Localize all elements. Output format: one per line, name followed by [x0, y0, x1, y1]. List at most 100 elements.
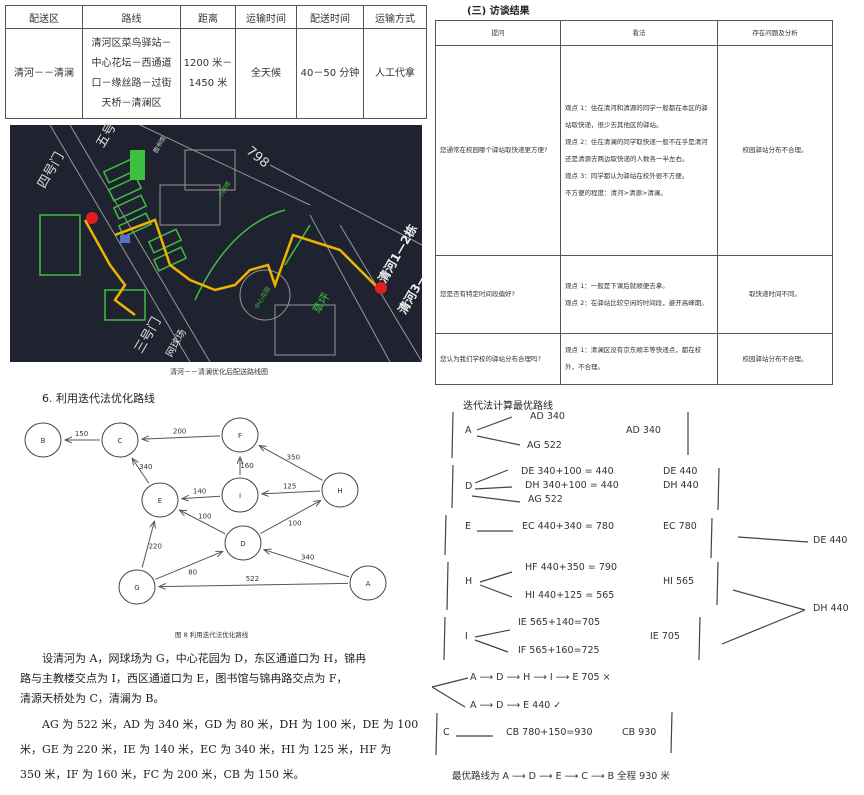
edge-weight: 350 — [287, 453, 300, 461]
iter-branch: DH 340+100 = 440 — [525, 480, 619, 491]
route-line: 天桥－清澜区 — [101, 97, 162, 109]
edge-weight: 220 — [149, 542, 162, 550]
iter-branch: IF 565+160=725 — [518, 645, 600, 656]
iter-branch: EC 440+340 = 780 — [522, 521, 615, 532]
delivery-time-cell: 40－50 分钟 — [296, 28, 364, 119]
iter-branch: AG 522 — [528, 494, 563, 505]
edge-DH — [260, 501, 321, 534]
distance-line: 1450 米 — [188, 77, 228, 89]
node-label: D — [240, 540, 245, 548]
edge-weight: 125 — [283, 483, 296, 491]
question-cell: 您认为我们学校的驿站分布合理吗? — [435, 333, 561, 385]
analysis-cell: 校园驿站分布不合理。 — [717, 45, 833, 256]
col-header: 存在问题及分析 — [717, 20, 833, 46]
edge-weight: 150 — [75, 430, 88, 438]
edge-HI — [262, 491, 321, 494]
map-caption: 清河－－清澜优化后配送路线图 — [170, 368, 268, 376]
iter-node: C — [443, 727, 450, 738]
iter-result: DH 440 — [663, 480, 699, 491]
iter-result: DE 440 — [663, 466, 698, 477]
edge-HF — [259, 446, 323, 481]
node-label: E — [158, 497, 162, 505]
interview-table: 提问看法存在问题及分析 您通常在校园哪个驿站取快递更方便? 观点 1：住在清河和… — [435, 20, 833, 385]
node-label: A — [366, 580, 371, 588]
iter-branch: HI 440+125 = 565 — [525, 590, 615, 601]
paragraph-line: 清源天桥处为 C，清澜为 B。 — [20, 692, 165, 705]
node-A — [349, 565, 387, 601]
iter-branch: IE 565+140=705 — [518, 617, 601, 628]
edge-weight: 160 — [240, 462, 253, 470]
question-cell: 您是否有特定时间段偏好? — [435, 255, 561, 334]
view-item: 不方便的程度：清河>清源>清澜。 — [565, 188, 667, 197]
route-map: 四号门 五号 三号门 图书馆 798 清河1—2栋 清河3— 草坪 中心花园 小… — [10, 120, 430, 363]
view-item: 观点 1：一般是下课后就顺便去拿。 — [565, 281, 669, 290]
node-label: B — [41, 437, 46, 445]
destination-point — [375, 282, 387, 294]
node-C — [101, 422, 139, 458]
iter-node: I — [465, 631, 468, 642]
view-item: 观点 2：住在清澜的同学取快递一般不在乎是清河还是清源去两边取快递的人数各一半左… — [565, 137, 708, 163]
iter-side-note: DH 440 — [813, 603, 849, 614]
optimal-route: 最优路线为 A ⟶ D ⟶ E ⟶ C ⟶ B 全程 930 米 — [452, 771, 670, 782]
iter-branch: AD 340 — [530, 411, 565, 422]
mode-cell: 人工代拿 — [363, 28, 427, 119]
node-label: H — [337, 487, 342, 495]
route-line: 口－缘丝路－过街 — [91, 77, 172, 89]
view-item: 观点 1：住在清河和清源的同学一般都在本区的驿站取快递，很少去其他区的驿站。 — [565, 103, 708, 129]
node-label: F — [238, 432, 242, 440]
iter-result: CB 930 — [622, 727, 657, 738]
views-cell: 观点 1：清澜区没有京东顺丰等快递点，都在校外，不合理。 — [560, 333, 718, 385]
paragraph-line: 路与主教楼交点为 I，西区通道口为 E，图书馆与锦冉路交点为 F， — [20, 672, 348, 685]
edge-FC — [142, 435, 221, 439]
edge-GD — [155, 551, 222, 580]
route-graph: 52234080100100220140340125350160200150AB… — [24, 417, 387, 605]
node-H — [321, 472, 359, 508]
node-label: C — [118, 437, 123, 445]
edge-IE — [182, 496, 221, 498]
iter-branch: HF 440+350 = 790 — [525, 562, 617, 573]
iteration-title: 迭代法计算最优路线 — [463, 401, 553, 412]
transport-time-cell: 全天候 — [235, 28, 297, 119]
edge-weight: 340 — [139, 463, 152, 471]
node-F — [221, 417, 259, 453]
edge-weight: 200 — [173, 428, 186, 436]
node-I — [221, 477, 259, 513]
iter-node: H — [465, 576, 473, 587]
candidate-path-accepted: A ⟶ D ⟶ E 440 ✓ — [470, 700, 562, 711]
iter-side-note: DE 440 — [813, 535, 848, 546]
edge-weight: 340 — [301, 553, 314, 561]
origin-point — [86, 212, 98, 224]
route-cell: 清河区菜鸟驿站－ 中心花坛－西通道口－缘丝路－过街天桥－清澜区 — [82, 28, 181, 119]
paragraph-line: 设清河为 A，网球场为 G，中心花园为 D，东区通道口为 H，锦冉 — [42, 652, 367, 665]
iter-branch: CB 780+150=930 — [506, 727, 593, 738]
route-line: 清河区菜鸟驿站－ — [91, 37, 172, 49]
iter-node: E — [465, 521, 472, 532]
views-cell: 观点 1：一般是下课后就顺便去拿。观点 2：在驿站比较空闲的时间段，避开高峰期。 — [560, 255, 718, 334]
iter-result: HI 565 — [663, 576, 695, 587]
iter-node: A — [465, 425, 472, 436]
edge-weight: 522 — [246, 575, 259, 583]
node-D — [224, 525, 262, 561]
views-cell: 观点 1：住在清河和清源的同学一般都在本区的驿站取快递，很少去其他区的驿站。观点… — [560, 45, 718, 256]
edge-DE — [180, 510, 226, 535]
node-label: I — [239, 492, 241, 500]
col-header: 配送时间 — [296, 5, 364, 29]
view-item: 观点 3：同学都认为驿站在校外很不方便。 — [565, 171, 689, 180]
edge-weight: 100 — [198, 512, 211, 520]
route-line: 中心花坛－西通道 — [91, 57, 172, 69]
analysis-cell: 校园驿站分布不合理。 — [717, 333, 833, 385]
node-B — [24, 422, 62, 458]
edge-weight: 80 — [188, 568, 197, 576]
paragraph-line: 350 米，IF 为 160 米，FC 为 200 米，CB 为 150 米。 — [20, 768, 305, 781]
iter-result: AD 340 — [626, 425, 661, 436]
delivery-route-table: 配送区 路线 距离 运输时间 配送时间 运输方式 清河－－清澜 清河区菜鸟驿站－… — [5, 5, 427, 119]
iter-result: EC 780 — [663, 521, 697, 532]
view-item: 观点 1：清澜区没有京东顺丰等快递点，都在校外，不合理。 — [565, 346, 702, 371]
edge-GE — [141, 521, 154, 568]
zone-cell: 清河－－清澜 — [5, 28, 83, 119]
paragraph-line: AG 为 522 米，AD 为 340 米，GD 为 80 米，DH 为 100… — [42, 718, 419, 731]
distance-line: 1200 米－ — [183, 57, 233, 69]
edge-AG — [159, 582, 349, 586]
node-E — [141, 482, 179, 518]
